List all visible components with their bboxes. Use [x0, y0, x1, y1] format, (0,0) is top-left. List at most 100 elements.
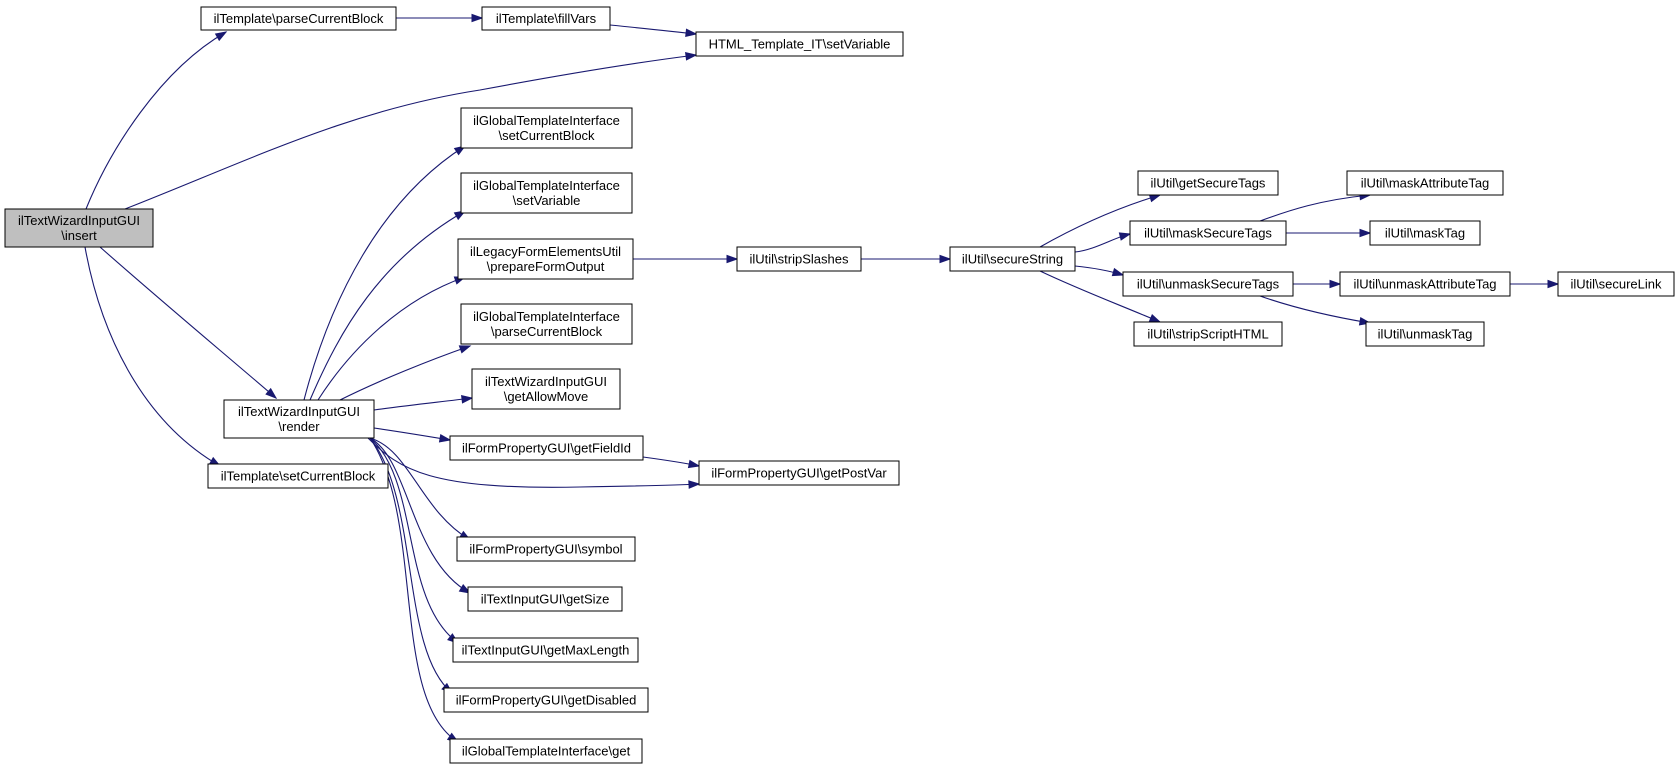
edge-root-to-tplSetCurrentBlock — [84, 246, 222, 467]
node-getFieldId[interactable]: ilFormPropertyGUI\getFieldId — [449, 435, 644, 461]
edge-getFieldId-to-getPostVar — [642, 456, 701, 469]
edge-secureString-to-getSecureTags — [1039, 193, 1162, 248]
edge-unmaskSecureTags-to-unmaskAttributeTag — [1293, 279, 1342, 289]
arrowhead-icon — [1547, 279, 1560, 289]
node-unmaskAttributeTag[interactable]: ilUtil\unmaskAttributeTag — [1339, 271, 1511, 297]
node-box — [452, 637, 639, 663]
node-label-line: ilUtil\getSecureTags — [1151, 176, 1266, 191]
node-getAllowMove[interactable]: ilTextWizardInputGUI\getAllowMove — [471, 368, 621, 410]
node-label-line: ilUtil\secureString — [962, 252, 1063, 267]
edge-line — [609, 24, 697, 35]
node-gtiSetVariable[interactable]: ilGlobalTemplateInterface\setVariable — [460, 172, 633, 214]
node-getSecureTags[interactable]: ilUtil\getSecureTags — [1137, 170, 1279, 196]
edge-root-to-setVariableIT — [124, 52, 698, 210]
node-getMaxLength[interactable]: ilTextInputGUI\getMaxLength — [452, 637, 639, 663]
node-tplSetCurrentBlock[interactable]: ilTemplate\setCurrentBlock — [207, 463, 389, 489]
edge-line — [339, 345, 471, 401]
node-label-line: ilTemplate\setCurrentBlock — [221, 469, 376, 484]
node-stripSlashes[interactable]: ilUtil\stripSlashes — [736, 246, 862, 272]
edge-line — [99, 246, 277, 399]
node-label-line: \parseCurrentBlock — [491, 324, 603, 339]
node-box — [695, 31, 904, 57]
arrowhead-icon — [687, 459, 701, 469]
node-maskTag[interactable]: ilUtil\maskTag — [1369, 220, 1481, 246]
node-label-line: ilUtil\unmaskSecureTags — [1137, 277, 1280, 292]
node-setVariableIT[interactable]: HTML_Template_IT\setVariable — [695, 31, 904, 57]
arrowhead-icon — [1359, 228, 1372, 238]
edge-line — [317, 276, 466, 401]
node-maskAttributeTag[interactable]: ilUtil\maskAttributeTag — [1346, 170, 1504, 196]
node-label-line: \setVariable — [513, 193, 581, 208]
arrowhead-icon — [1148, 313, 1162, 323]
edge-line — [369, 437, 459, 644]
node-label-line: ilUtil\stripScriptHTML — [1147, 327, 1268, 342]
node-label-line: ilTextWizardInputGUI — [18, 213, 140, 228]
arrowhead-icon — [458, 584, 472, 594]
edge-line — [369, 437, 471, 594]
node-unmaskSecureTags[interactable]: ilUtil\unmaskSecureTags — [1122, 271, 1294, 297]
arrowhead-icon — [458, 345, 472, 354]
edge-line — [1039, 270, 1161, 323]
arrowhead-icon — [939, 254, 952, 264]
node-unmaskTag[interactable]: ilUtil\unmaskTag — [1365, 321, 1485, 347]
node-maskSecureTags[interactable]: ilUtil\maskSecureTags — [1129, 220, 1287, 246]
node-box — [4, 208, 154, 248]
arrowhead-icon — [685, 28, 698, 38]
node-root[interactable]: ilTextWizardInputGUI\insert — [4, 208, 154, 248]
node-getSize[interactable]: ilTextInputGUI\getSize — [467, 586, 623, 612]
node-symbol[interactable]: ilFormPropertyGUI\symbol — [456, 536, 636, 562]
node-secureString[interactable]: ilUtil\secureString — [949, 246, 1076, 272]
edge-render-to-getAllowMove — [373, 395, 474, 411]
node-getPostVar[interactable]: ilFormPropertyGUI\getPostVar — [698, 460, 900, 486]
node-label-line: ilUtil\unmaskTag — [1378, 327, 1473, 342]
node-label-line: ilTextInputGUI\getMaxLength — [462, 643, 630, 658]
node-box — [467, 586, 623, 612]
node-label-line: \prepareFormOutput — [487, 259, 605, 274]
arrowhead-icon — [1111, 267, 1125, 277]
arrowhead-icon — [726, 254, 739, 264]
edge-unmaskSecureTags-to-unmaskTag — [1259, 295, 1372, 326]
edge-line — [1259, 194, 1371, 222]
node-box — [1346, 170, 1504, 196]
edge-line — [369, 437, 471, 541]
node-gtiGet[interactable]: ilGlobalTemplateInterface\get — [449, 738, 643, 764]
node-render[interactable]: ilTextWizardInputGUI\render — [223, 399, 375, 439]
edge-secureString-to-maskSecureTags — [1074, 232, 1132, 253]
node-label-line: ilUtil\maskAttributeTag — [1361, 176, 1490, 191]
node-getDisabled[interactable]: ilFormPropertyGUI\getDisabled — [443, 687, 649, 713]
node-label-line: ilUtil\stripSlashes — [750, 252, 849, 267]
arrowhead-icon — [688, 480, 701, 489]
node-label-line: ilGlobalTemplateInterface — [473, 309, 620, 324]
node-box — [460, 172, 633, 214]
node-parseCurrentBlock[interactable]: ilTemplate\parseCurrentBlock — [200, 6, 397, 31]
node-box — [460, 107, 633, 149]
node-box — [1122, 271, 1294, 297]
edge-line — [124, 54, 697, 210]
edge-line — [1259, 295, 1371, 324]
node-fillVars[interactable]: ilTemplate\fillVars — [481, 6, 611, 31]
edges-layer — [84, 13, 1560, 743]
node-stripScriptHTML[interactable]: ilUtil\stripScriptHTML — [1133, 321, 1283, 347]
edge-line — [367, 437, 700, 488]
node-box — [1557, 271, 1675, 297]
edge-line — [85, 31, 227, 210]
edge-render-to-getFieldId — [373, 427, 452, 443]
node-gtiSetCurrentBlock[interactable]: ilGlobalTemplateInterface\setCurrentBloc… — [460, 107, 633, 149]
edge-line — [309, 210, 466, 401]
node-secureLink[interactable]: ilUtil\secureLink — [1557, 271, 1675, 297]
edge-stripSlashes-to-secureString — [861, 254, 952, 264]
node-label-line: ilGlobalTemplateInterface — [473, 113, 620, 128]
arrowhead-icon — [438, 434, 452, 443]
node-label-line: \setCurrentBlock — [498, 128, 595, 143]
edge-unmaskAttributeTag-to-secureLink — [1510, 279, 1560, 289]
edge-render-to-getSize — [369, 437, 472, 594]
edge-fillVars-to-setVariableIT — [609, 24, 698, 38]
edge-maskSecureTags-to-maskAttributeTag — [1259, 191, 1372, 222]
node-label-line: \getAllowMove — [504, 389, 589, 404]
node-prepareFormOutput[interactable]: ilLegacyFormElementsUtil\prepareFormOutp… — [457, 238, 634, 280]
node-gtiParseCurrentBlock[interactable]: ilGlobalTemplateInterface\parseCurrentBl… — [460, 303, 633, 345]
node-label-line: ilTextInputGUI\getSize — [481, 592, 610, 607]
node-box — [1339, 271, 1511, 297]
node-label-line: \insert — [61, 228, 97, 243]
node-label-line: ilUtil\maskTag — [1385, 226, 1465, 241]
